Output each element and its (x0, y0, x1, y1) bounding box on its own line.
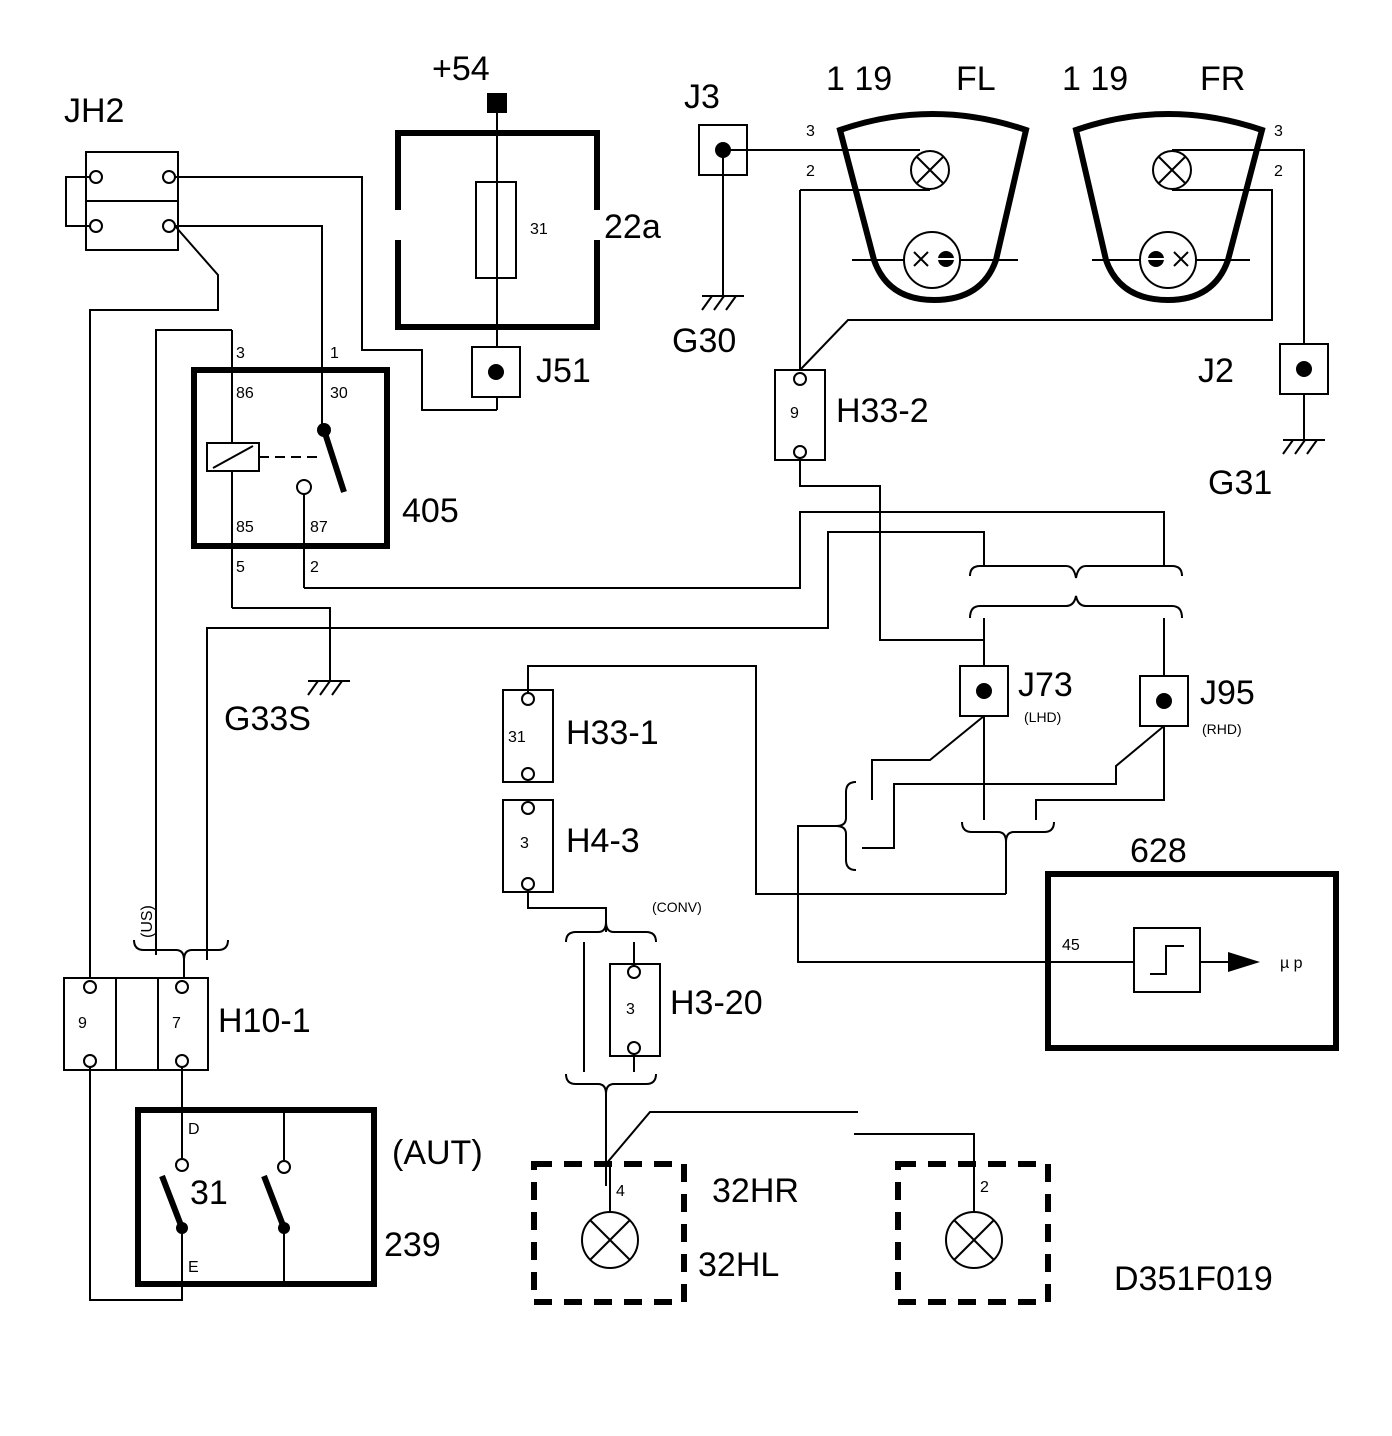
relay-wire-1: 1 (330, 345, 339, 362)
j3-label: J3 (684, 78, 720, 116)
supply-terminal-icon (487, 93, 507, 113)
h4-3-label: H4-3 (566, 822, 640, 860)
h4-3-pin: 3 (520, 835, 529, 852)
j73-terminal (871, 665, 1009, 820)
relay-wire-3: 3 (236, 345, 245, 362)
h33-1-label: H33-1 (566, 714, 659, 752)
diagram-code: D351F019 (1114, 1260, 1273, 1298)
j95-label: J95 (1200, 674, 1255, 712)
relay-label: 405 (402, 492, 459, 530)
supply-label: +54 (432, 50, 490, 88)
h10-1-pin-7: 7 (172, 1015, 181, 1032)
g30-label: G30 (672, 322, 736, 360)
j73-note: (LHD) (1024, 709, 1061, 725)
arrow-right-icon (1228, 952, 1260, 972)
h3-20-label: H3-20 (670, 984, 763, 1022)
switch-239 (135, 1107, 377, 1287)
us-note: (US) (139, 905, 156, 938)
h3-20-pin: 3 (626, 1001, 635, 1018)
relay-pin-86: 86 (236, 385, 254, 402)
fl-pin-3: 3 (806, 123, 815, 140)
lamp-left-pin: 4 (616, 1183, 625, 1200)
j95-note: (RHD) (1202, 721, 1242, 737)
ground-g31-icon (1282, 439, 1325, 455)
h3-20-connector (565, 921, 661, 1186)
relay-wire-2: 2 (310, 559, 319, 576)
ground-g33s-icon (307, 680, 350, 696)
lamp-32hl (531, 1111, 858, 1305)
j73-label: J73 (1018, 666, 1073, 704)
j51-label: J51 (536, 352, 591, 390)
lamp-fl-number: 1 19 (826, 60, 892, 98)
lamp-fl-label: FL (956, 60, 996, 98)
fr-pin-2: 2 (1274, 163, 1283, 180)
fuse-block-label: 22a (604, 208, 661, 246)
lamp-right-pin: 2 (980, 1179, 989, 1196)
j2-terminal (1279, 343, 1329, 440)
j2-label: J2 (1198, 352, 1234, 390)
j95-terminal (862, 675, 1189, 849)
h4-3-connector (502, 799, 607, 932)
jh2-connector (65, 151, 179, 251)
switch-pin-d: D (188, 1121, 200, 1138)
relay-pin-85: 85 (236, 519, 254, 536)
ecu-628 (1045, 871, 1339, 1051)
switch-label: 239 (384, 1226, 441, 1264)
fuse-pin-label: 31 (530, 221, 548, 238)
h33-1-connector (502, 665, 1006, 895)
fl-pin-2: 2 (806, 163, 815, 180)
h33-2-pin: 9 (790, 405, 799, 422)
j3-terminal (698, 124, 920, 296)
g33s-label: G33S (224, 700, 311, 738)
switch-pin-e: E (188, 1259, 199, 1276)
jh2-label: JH2 (64, 92, 124, 130)
relay-wiring (155, 329, 1165, 960)
ground-g30-icon (701, 295, 744, 311)
headlamp-fr (799, 111, 1305, 371)
switch-note: (AUT) (392, 1134, 483, 1172)
conv-note: (CONV) (652, 899, 702, 915)
ecu-pin-45: 45 (1062, 937, 1080, 954)
relay-wire-5: 5 (236, 559, 245, 576)
selection-braces-top (969, 565, 1183, 676)
ecu-label: 628 (1130, 832, 1187, 870)
switch-pin-31: 31 (190, 1174, 228, 1212)
fr-pin-3: 3 (1274, 123, 1283, 140)
lamp-fr-number: 1 19 (1062, 60, 1128, 98)
h33-1-pin: 31 (508, 729, 526, 746)
relay-405 (191, 330, 390, 608)
lamp-fr-label: FR (1200, 60, 1245, 98)
h10-1-label: H10-1 (218, 1002, 311, 1040)
j51-terminal (471, 346, 521, 398)
lamp-32hr (854, 1133, 1051, 1305)
g31-label: G31 (1208, 464, 1272, 502)
h10-1-connector (63, 939, 229, 1301)
h10-1-pin-9: 9 (78, 1015, 87, 1032)
relay-pin-87: 87 (310, 519, 328, 536)
headlamp-fl (799, 111, 1030, 370)
lamp-32hr-label: 32HR (712, 1172, 799, 1210)
lamp-32hl-label: 32HL (698, 1246, 779, 1284)
ecu-output: µ p (1280, 955, 1303, 972)
jh2-wiring (89, 176, 497, 985)
h33-2-label: H33-2 (836, 392, 929, 430)
relay-pin-30: 30 (330, 385, 348, 402)
